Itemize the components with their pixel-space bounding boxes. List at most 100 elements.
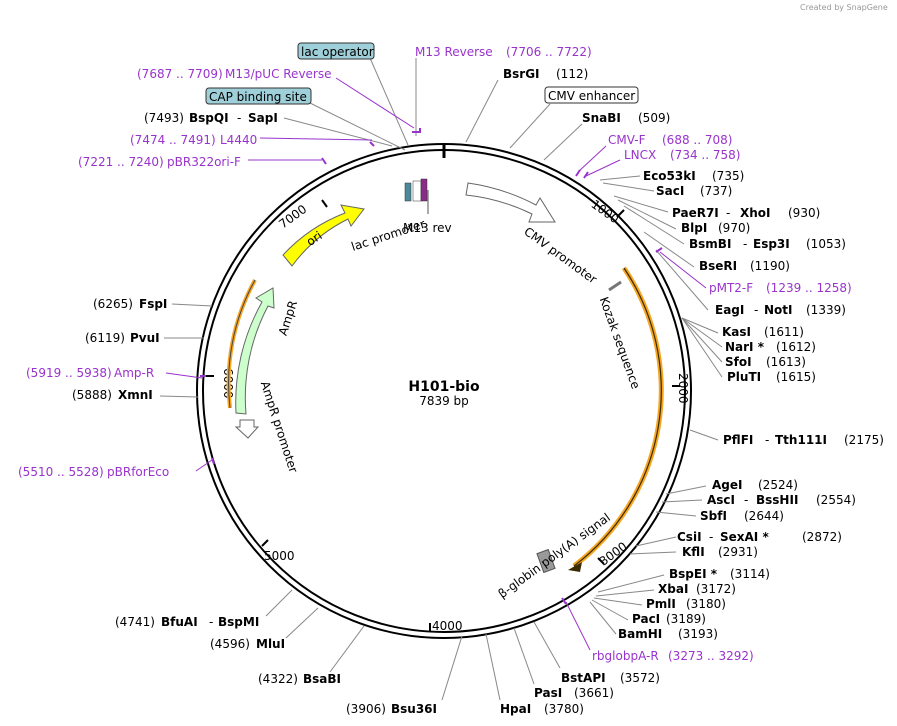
enzyme-pvui[interactable]: PvuI xyxy=(130,331,160,345)
primer-pbrforeco[interactable]: pBRforEco xyxy=(107,465,169,479)
enzyme-separator: - xyxy=(237,111,241,125)
primer-amp-r[interactable]: Amp-R xyxy=(114,366,154,380)
enzyme-noti[interactable]: NotI xyxy=(764,303,793,317)
cmv-promoter-label: CMV promoter xyxy=(521,224,599,286)
enzyme-asci[interactable]: AscI xyxy=(707,493,735,507)
lac-operator-box xyxy=(412,180,422,202)
enzyme-tth111i[interactable]: Tth111I xyxy=(775,433,827,447)
tick-label-5000: 5000 xyxy=(264,549,295,563)
enzyme-xmni[interactable]: XmnI xyxy=(118,388,153,402)
enzyme-paer7i[interactable]: PaeR7I xyxy=(672,206,719,220)
enzyme-bseri-pos: (1190) xyxy=(750,259,790,273)
enzyme-agei[interactable]: AgeI xyxy=(712,478,742,492)
enzyme-xbai[interactable]: XbaI xyxy=(658,582,688,596)
scale-ticks xyxy=(206,199,680,631)
lac-operator-tag[interactable] xyxy=(297,42,375,60)
ampr-promoter-label: AmpR promoter xyxy=(258,379,301,474)
enzyme-bsu36i-pos: (3906) xyxy=(346,702,386,716)
enzyme-bfuai[interactable]: BfuAI xyxy=(161,615,198,629)
primer-m13-reverse[interactable]: M13 Reverse xyxy=(415,45,493,59)
enzyme-bsmbi-pos: (1053) xyxy=(806,237,846,251)
enzyme-kasi-pos: (1611) xyxy=(764,325,804,339)
enzyme-eagi[interactable]: EagI xyxy=(715,303,744,317)
primer-lncx-range: (734 .. 758) xyxy=(670,148,740,162)
primer-pbr322ori-range: (7221 .. 7240) xyxy=(78,155,164,169)
enzyme-mlui-pos: (4596) xyxy=(210,637,250,651)
primer-l4440[interactable]: L4440 xyxy=(220,133,257,147)
enzyme-sapi[interactable]: SapI xyxy=(248,111,278,125)
primer-pmt2-f[interactable]: pMT2-F xyxy=(709,281,753,295)
enzyme-separator: - xyxy=(743,237,747,251)
enzyme-bspei[interactable]: BspEI * xyxy=(669,567,718,581)
enzyme-separator: - xyxy=(754,303,758,317)
enzyme-bspmi[interactable]: BspMI xyxy=(218,615,259,629)
orf-orange-core xyxy=(573,267,662,567)
enzyme-kasi[interactable]: KasI xyxy=(722,325,751,339)
enzyme-xmni-pos: (5888) xyxy=(72,388,112,402)
enzyme-bseri[interactable]: BseRI xyxy=(699,259,737,273)
cap-binding-tag-label: CAP binding site xyxy=(209,90,307,104)
enzyme-blpi[interactable]: BlpI xyxy=(681,221,707,235)
enzyme-pmli[interactable]: PmlI xyxy=(646,597,676,611)
ampr-feature-arrow[interactable] xyxy=(235,287,275,415)
enzyme-saci-pos: (737) xyxy=(700,184,732,198)
enzyme-pflfi[interactable]: PflFI xyxy=(723,433,753,447)
plasmid-name: H101-bio xyxy=(408,379,480,395)
primer-pbr322ori[interactable]: pBR322ori-F xyxy=(167,155,241,169)
primer-rbglobpa-r[interactable]: rbglobpA-R xyxy=(592,649,659,663)
enzyme-saci[interactable]: SacI xyxy=(656,184,684,198)
enzyme-sexai[interactable]: SexAI * xyxy=(720,530,769,544)
enzyme-sfoi-pos: (1613) xyxy=(766,355,806,369)
enzyme-mlui[interactable]: MluI xyxy=(256,637,285,651)
enzyme-bamhi[interactable]: BamHI xyxy=(618,627,662,641)
primer-m13-reverse-range: (7706 .. 7722) xyxy=(506,45,592,59)
enzyme-esp3i[interactable]: Esp3I xyxy=(753,237,790,251)
enzyme-pluti[interactable]: PluTI xyxy=(727,370,761,384)
enzyme-bsrgi[interactable]: BsrGI xyxy=(503,67,540,81)
primer-m13-puc-reverse[interactable]: M13/pUC Reverse xyxy=(225,67,332,81)
enzyme-bsrgi-pos: (112) xyxy=(556,67,588,81)
lac-operator-tag-label: lac operator xyxy=(301,45,374,59)
enzyme-bstapi[interactable]: BstAPI xyxy=(561,671,606,685)
enzyme-pflfi-pos: (2175) xyxy=(844,433,884,447)
primer-rbglobpa-r-range: (3273 .. 3292) xyxy=(668,649,754,663)
enzyme-csii[interactable]: CsiI xyxy=(677,530,702,544)
enzyme-bsu36i[interactable]: Bsu36I xyxy=(391,702,437,716)
enzyme-fspi[interactable]: FspI xyxy=(139,297,167,311)
enzyme-paci[interactable]: PacI xyxy=(632,612,660,626)
ori-feature-arrow[interactable] xyxy=(282,204,365,267)
tick-label-4000: 4000 xyxy=(432,619,463,633)
primer-lncx[interactable]: LNCX xyxy=(624,148,656,162)
plasmid-length: 7839 bp xyxy=(419,394,469,408)
enzyme-bspqi[interactable]: BspQI xyxy=(189,111,229,125)
enzyme-nari-pos: (1612) xyxy=(776,340,816,354)
enzyme-bsshii[interactable]: BssHII xyxy=(756,493,798,507)
cmv-enhancer-tag[interactable] xyxy=(544,86,639,104)
ampr-label: AmpR xyxy=(276,299,300,337)
enzyme-sfoi[interactable]: SfoI xyxy=(725,355,752,369)
enzyme-separator: - xyxy=(209,615,213,629)
cmv-promoter-arrow[interactable] xyxy=(465,182,556,223)
enzyme-snabi[interactable]: SnaBI xyxy=(582,111,621,125)
enzyme-bsmbi[interactable]: BsmBI xyxy=(689,237,731,251)
primer-marks xyxy=(200,128,663,605)
cap-site-box xyxy=(404,182,412,202)
enzyme-sbfi[interactable]: SbfI xyxy=(700,509,727,523)
leader-lines xyxy=(159,57,723,701)
enzyme-nari[interactable]: NarI * xyxy=(725,340,765,354)
enzyme-snabi-pos: (509) xyxy=(638,111,670,125)
enzyme-kfli[interactable]: KflI xyxy=(682,545,705,559)
primer-cmv-f[interactable]: CMV-F xyxy=(608,133,646,147)
enzyme-eco53ki[interactable]: Eco53kI xyxy=(643,169,696,183)
ampr-promoter-arrow[interactable] xyxy=(234,419,260,439)
cap-binding-tag[interactable] xyxy=(205,87,312,105)
enzyme-hpai[interactable]: HpaI xyxy=(500,702,531,716)
enzyme-pasi[interactable]: PasI xyxy=(534,686,562,700)
polya-box xyxy=(536,548,556,574)
enzyme-hpai-pos: (3780) xyxy=(544,702,584,716)
enzyme-fspi-pos: (6265) xyxy=(93,297,133,311)
enzyme-bsabi[interactable]: BsaBI xyxy=(303,672,341,686)
enzyme-xhoi[interactable]: XhoI xyxy=(740,206,771,220)
enzyme-separator: - xyxy=(744,493,748,507)
